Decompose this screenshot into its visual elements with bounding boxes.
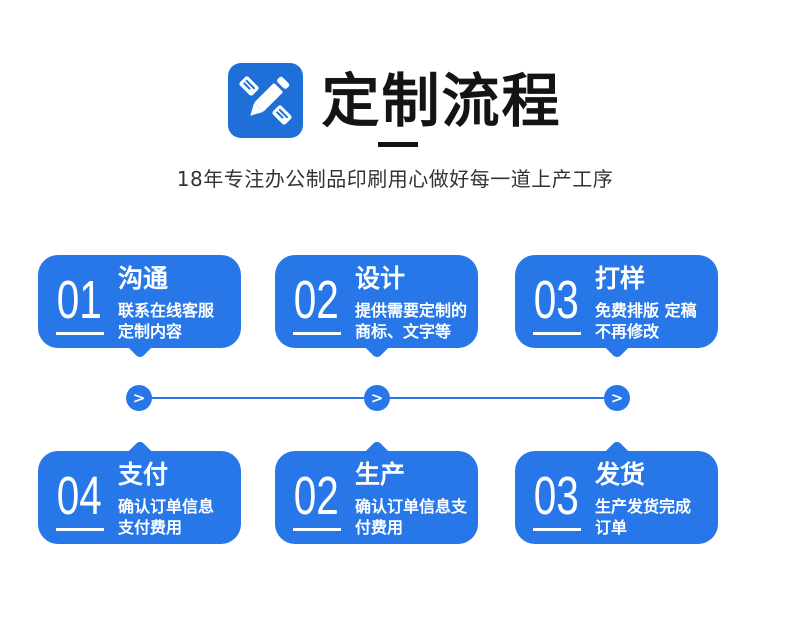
step-number: 01 [56,273,105,335]
step-number: 04 [56,469,105,531]
chevron-glyph: > [610,388,624,407]
step-title: 设计 [355,264,406,293]
chevron-glyph: > [132,388,146,407]
chevron-right-icon: > [126,385,152,411]
pencil-notes-icon [228,63,304,138]
step-card-communication: 01 沟通 联系在线客服 定制内容 [38,255,241,360]
step-description: 确认订单信息支 付费用 [355,496,468,537]
page-title: 定制流程 [321,66,562,135]
step-description: 确认订单信息 支付费用 [118,496,215,537]
step-card-proofing: 03 打样 免费排版 定稿 不再修改 [515,255,718,360]
step-title: 发货 [595,460,646,489]
step-card-payment: 04 支付 确认订单信息 支付费用 [38,439,241,544]
step-card-production: 02 生产 确认订单信息支 付费用 [275,439,478,544]
step-description: 生产发货完成 订单 [595,496,692,537]
chevron-right-icon: > [364,385,390,411]
chevron-glyph: > [370,388,384,407]
section-subtitle: 18年专注办公制品印刷用心做好每一道上产工序 [176,167,614,191]
step-number: 02 [293,469,342,531]
step-title: 沟通 [118,264,169,293]
section-header: 定制流程 [0,63,790,138]
step-title: 生产 [355,460,406,489]
step-title: 打样 [595,264,646,293]
title-underline-decoration [378,142,418,147]
step-number: 03 [533,273,582,335]
chevron-right-icon: > [604,385,630,411]
step-card-shipping: 03 发货 生产发货完成 订单 [515,439,718,544]
step-title: 支付 [118,460,169,489]
step-number: 02 [293,273,342,335]
step-description: 提供需要定制的 商标、文字等 [355,300,468,341]
step-description: 免费排版 定稿 不再修改 [595,300,697,341]
step-card-design: 02 设计 提供需要定制的 商标、文字等 [275,255,478,360]
step-number: 03 [533,469,582,531]
step-description: 联系在线客服 定制内容 [118,300,215,341]
